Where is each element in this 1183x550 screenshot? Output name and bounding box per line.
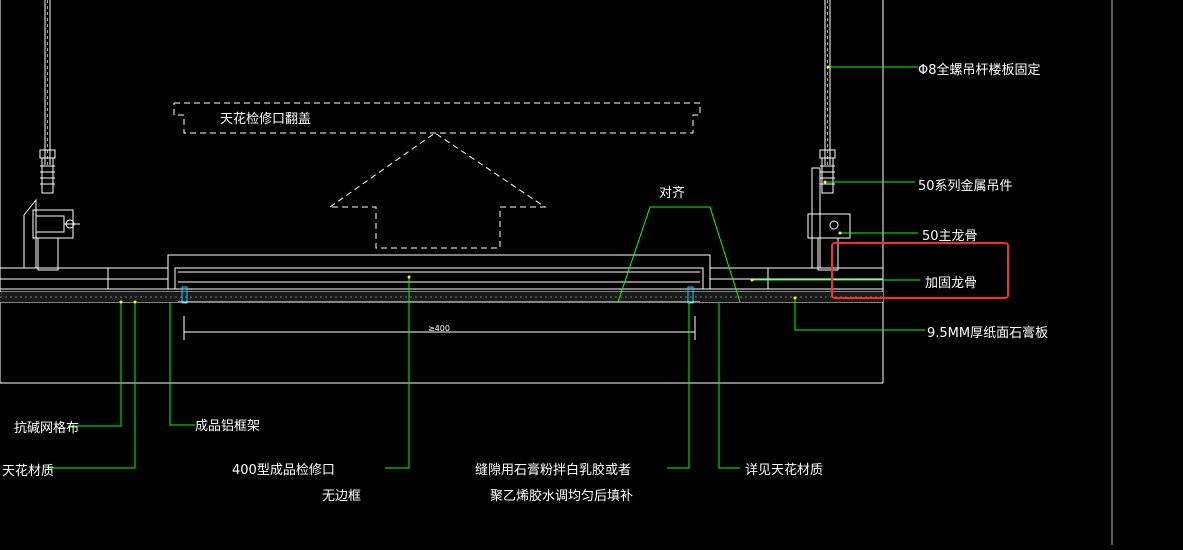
dimension-line [183,316,696,340]
ceiling-layers [0,267,883,303]
highlight-box [831,242,1009,299]
viewport-frame [0,0,1113,545]
leader-lines [48,66,925,469]
label-align: 对齐 [659,185,685,201]
access-panel-frame [167,254,711,304]
label-reinforce-keel: 加固龙骨 [925,276,977,291]
label-ceiling-material-left: 天花材质 [2,463,54,479]
label-hatch-cover: 天花检修口翻盖 [220,111,311,127]
hatch-cover-outline [173,102,701,249]
label-access-panel-line2: 无边框 [322,489,361,504]
alignment-trapezoid [617,206,741,303]
label-dimension: ≥400 [428,324,450,333]
label-aluminum-frame: 成品铝框架 [195,419,260,434]
label-gypsum-board: 9.5MM厚纸面石膏板 [927,325,1048,341]
hanger-rod-left [23,0,80,271]
label-ceiling-material-right: 详见天花材质 [745,462,823,478]
label-alkali-mesh: 抗碱网格布 [14,420,79,436]
marker-dots [119,65,842,304]
label-hanger-rod: Φ8全螺吊杆楼板固定 [918,62,1041,78]
label-joint-line1: 缝隙用石膏粉拌白乳胶或者 [475,462,631,478]
label-joint-line2: 聚乙烯胶水调均匀后填补 [490,488,633,504]
label-metal-hanger: 50系列金属吊件 [918,178,1013,194]
label-main-keel: 50主龙骨 [922,229,978,244]
hanger-rod-right [807,0,851,271]
label-access-panel-line1: 400型成品检修口 [232,463,335,478]
